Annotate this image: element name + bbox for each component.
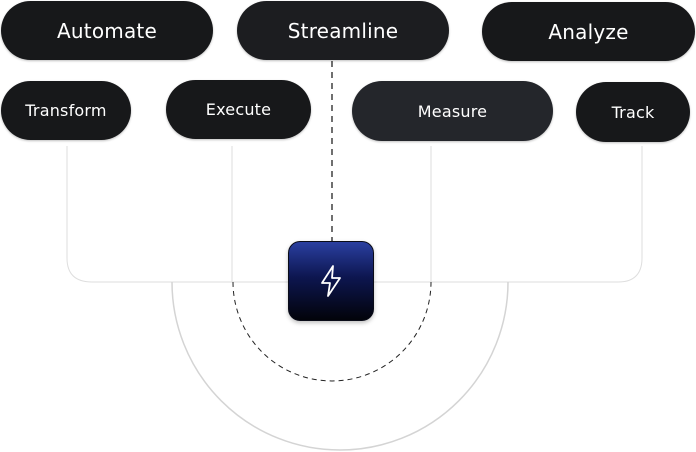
outer-arc [171,281,509,451]
track-button[interactable]: Track [576,82,690,142]
execute-button[interactable]: Execute [166,80,311,139]
lightning-bolt-icon [321,265,341,297]
measure-button[interactable]: Measure [352,81,553,141]
measure-label: Measure [417,101,488,121]
streamline-button[interactable]: Streamline [237,1,449,60]
transform-button[interactable]: Transform [1,81,131,140]
automate-button[interactable]: Automate [1,1,213,60]
automate-label: Automate [57,18,157,43]
transform-label: Transform [25,101,107,120]
analyze-button[interactable]: Analyze [482,2,695,61]
streamline-label: Streamline [287,18,399,43]
track-label: Track [611,102,655,122]
inner-dashed-arc [232,281,432,382]
central-hub-node[interactable] [288,241,374,321]
execute-label: Execute [205,100,272,119]
analyze-label: Analyze [548,19,629,44]
